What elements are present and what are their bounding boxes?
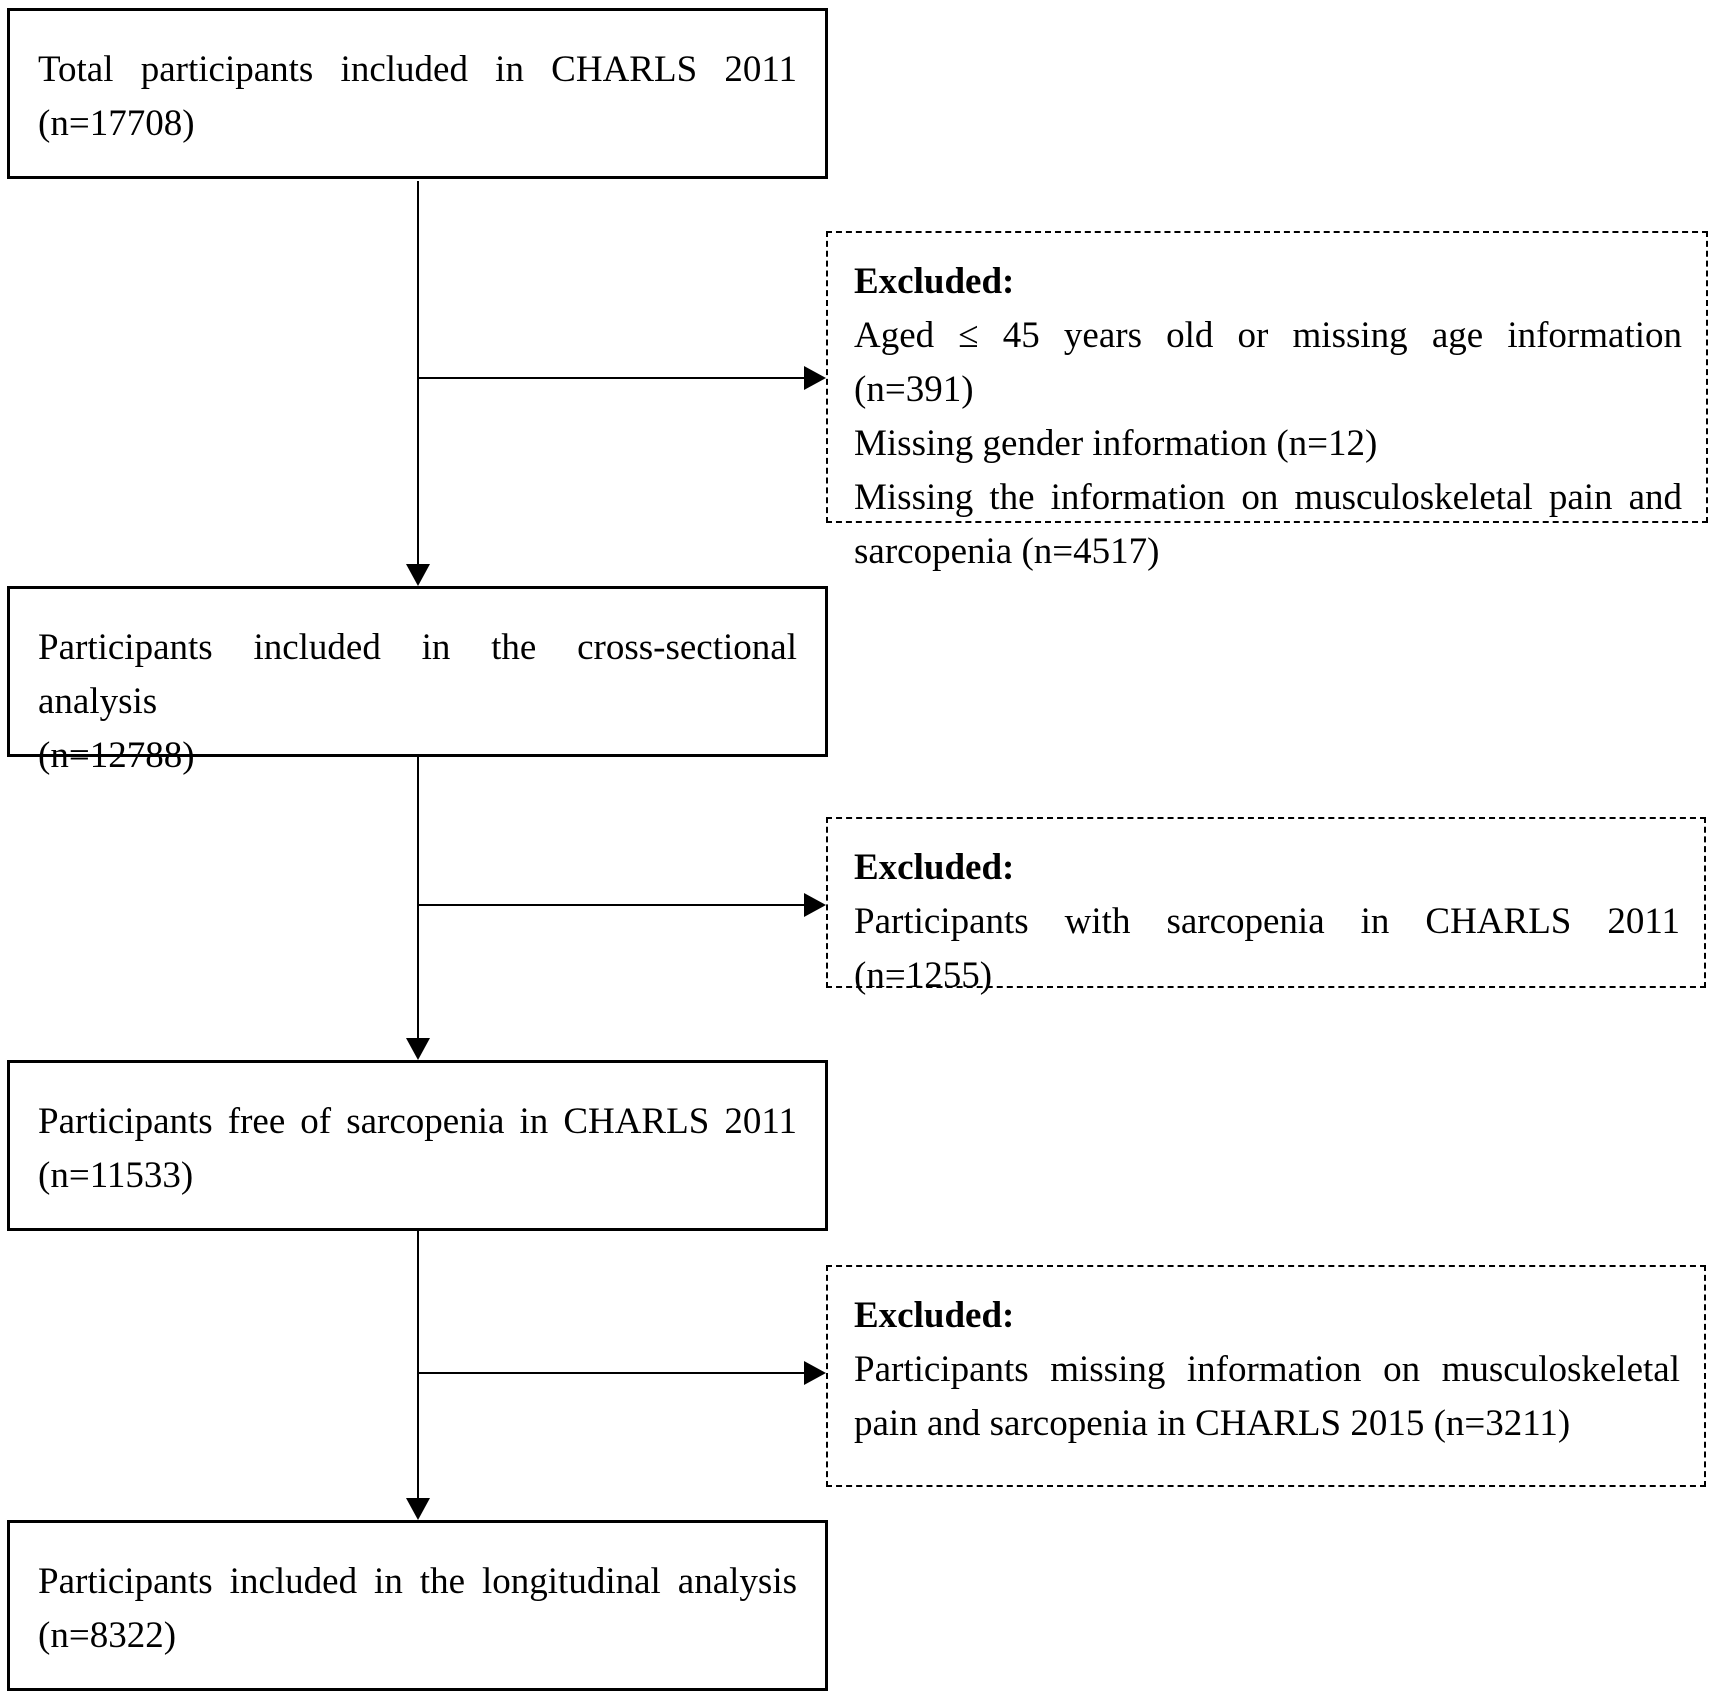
box-free-line-2: (n=11533) bbox=[38, 1155, 194, 1196]
box-longitudinal: Participants included in the longitudina… bbox=[7, 1520, 828, 1691]
arrowhead-down-3 bbox=[406, 1498, 430, 1520]
box-cross-sectional-line-2: (n=12788) bbox=[38, 735, 195, 776]
box-cross-sectional: Participants included in the cross-secti… bbox=[7, 586, 828, 776]
exclusion-3-item-2: pain and sarcopenia in CHARLS 2015 (n=32… bbox=[854, 1403, 1571, 1444]
exclusion-1-heading: Excluded: bbox=[854, 261, 1015, 302]
arrowhead-right-2 bbox=[804, 893, 826, 917]
box-total-line-1: Total participants included in CHARLS 20… bbox=[38, 49, 797, 90]
arrowhead-right-3 bbox=[804, 1361, 826, 1385]
box-free-of-sarcopenia: Participants free of sarcopenia in CHARL… bbox=[7, 1060, 828, 1231]
box-cross-sectional-line-1: Participants included in the cross-secti… bbox=[38, 627, 797, 722]
exclusion-2-item-1: Participants with sarcopenia in CHARLS 2… bbox=[854, 901, 1680, 996]
exclusion-3-heading: Excluded: bbox=[854, 1295, 1015, 1336]
exclusion-1-item-4: sarcopenia (n=4517) bbox=[854, 531, 1160, 572]
exclusion-2-heading: Excluded: bbox=[854, 847, 1015, 888]
exclusion-1-item-1: Aged ≤ 45 years old or missing age infor… bbox=[854, 315, 1682, 410]
exclusion-1-item-2: Missing gender information (n=12) bbox=[854, 423, 1378, 464]
box-exclusion-2: Excluded: Participants with sarcopenia i… bbox=[826, 817, 1706, 996]
box-exclusion-1: Excluded: Aged ≤ 45 years old or missing… bbox=[826, 231, 1708, 572]
box-longitudinal-line-1: Participants included in the longitudina… bbox=[38, 1561, 797, 1602]
box-exclusion-3: Excluded: Participants missing informati… bbox=[826, 1265, 1706, 1487]
exclusion-3-item-1: Participants missing information on musc… bbox=[854, 1349, 1680, 1390]
arrowhead-down-1 bbox=[406, 564, 430, 586]
box-total-line-2: (n=17708) bbox=[38, 103, 195, 144]
arrowhead-right-1 bbox=[804, 366, 826, 390]
box-total-participants: Total participants included in CHARLS 20… bbox=[7, 8, 828, 179]
arrowhead-down-2 bbox=[406, 1038, 430, 1060]
box-free-line-1: Participants free of sarcopenia in CHARL… bbox=[38, 1101, 797, 1142]
exclusion-1-item-3: Missing the information on musculoskelet… bbox=[854, 477, 1682, 518]
box-longitudinal-line-2: (n=8322) bbox=[38, 1615, 177, 1656]
